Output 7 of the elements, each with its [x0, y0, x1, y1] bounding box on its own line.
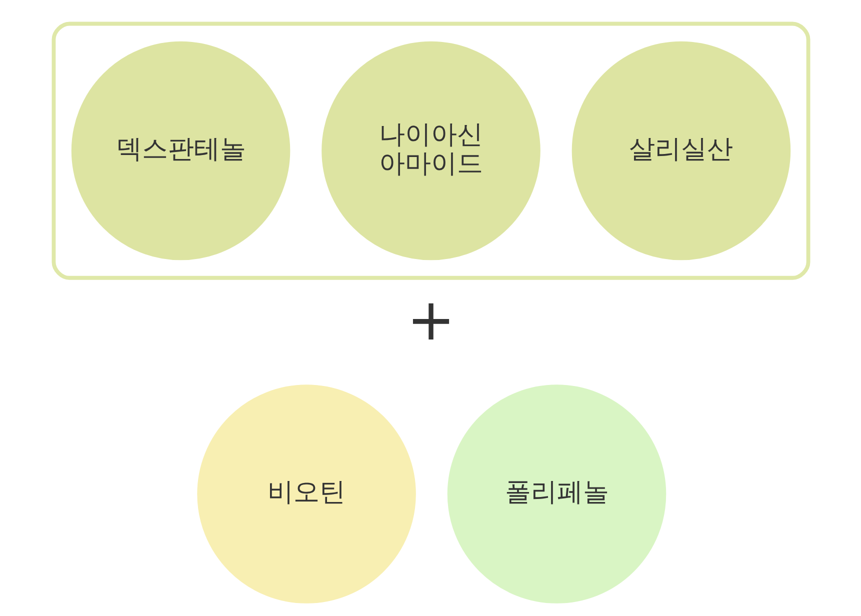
node-circle: 나이아신아마이드 [321, 41, 540, 260]
node-circle: 비오틴 [196, 384, 416, 604]
node-circle: 덱스판테놀 [70, 41, 290, 260]
node-circle: 살리실산 [571, 41, 790, 260]
cluster [51, 22, 810, 280]
node-circle: 폴리페놀 [446, 384, 666, 604]
label: + [406, 286, 455, 354]
